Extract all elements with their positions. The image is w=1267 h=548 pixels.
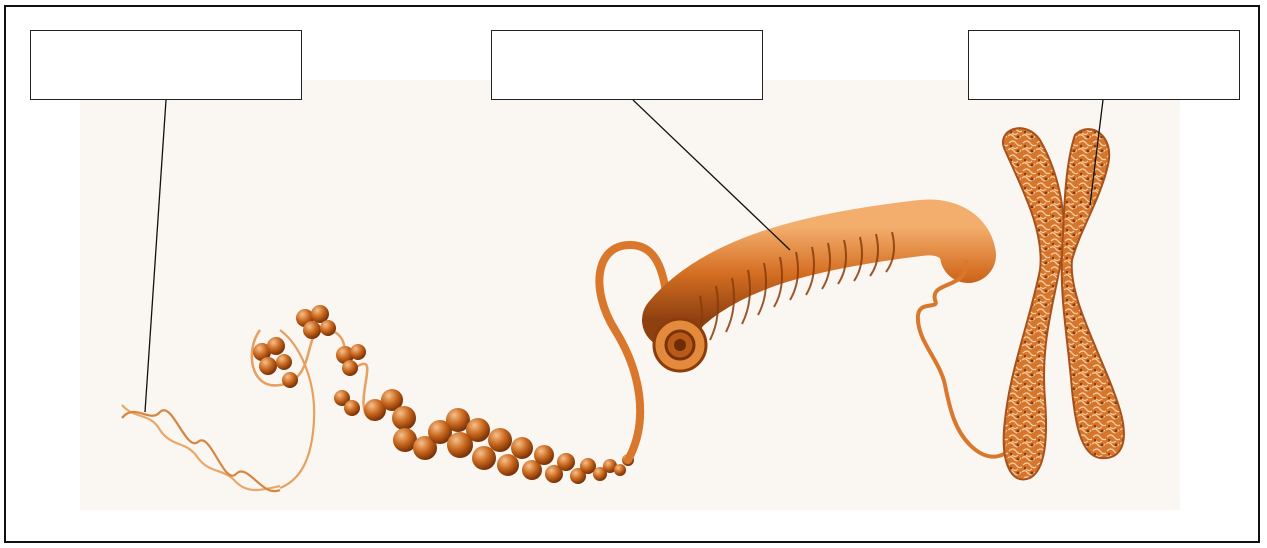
label-box-3[interactable] — [968, 30, 1240, 100]
label-box-2[interactable] — [491, 30, 763, 100]
label-box-1[interactable] — [30, 30, 302, 100]
